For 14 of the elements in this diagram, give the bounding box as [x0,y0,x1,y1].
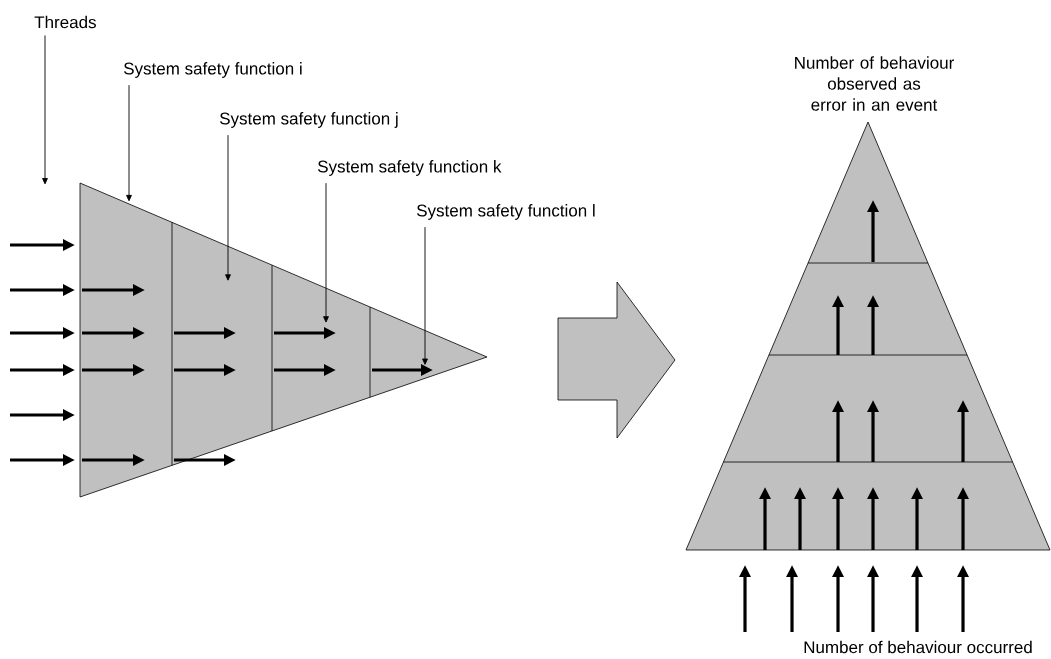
arrow [126,84,132,202]
arrow [225,134,231,281]
label-text: Threads [34,15,96,29]
arrow [422,226,428,365]
caption-text: Number of behaviour occurred [804,640,1032,654]
label-text: System safety function k [317,160,502,176]
label-text: System safety function l [417,204,595,220]
pyramid-drawing [685,121,1051,551]
arrow [323,182,329,323]
label-text: System safety function j [219,112,398,128]
label-text: System safety function i [123,62,302,78]
heading-text: Number of behaviour observed as error in an event [795,56,954,111]
block-arrow [557,281,676,439]
arrow [42,35,48,185]
